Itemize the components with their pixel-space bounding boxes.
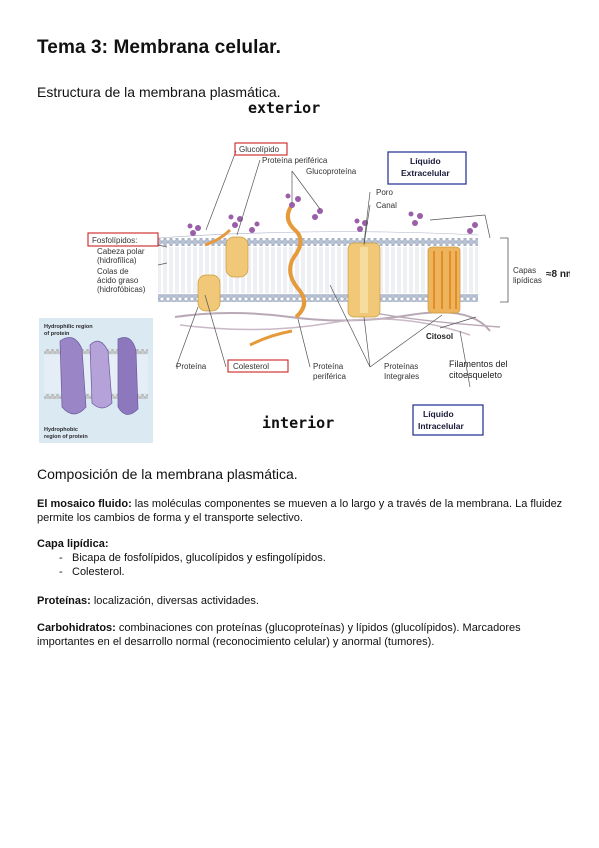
lipid-list: Bicapa de fosfolípidos, glucolípidos y e… [37, 551, 572, 579]
label-proteinas-integrales-2: Integrales [384, 372, 419, 381]
inset-label-hydrophilic-2: of protein [44, 331, 70, 337]
section-heading-composition: Composición de la membrana plasmática. [37, 466, 298, 482]
paragraph-proteins: Proteínas: localización, diversas activi… [37, 594, 572, 608]
label-liquido-intracelular-2: Intracelular [418, 421, 465, 431]
label-liquido-extracelular-1: Líquido [410, 156, 441, 166]
inset-protein-diagram: Hydrophilic region of protein Hydrophobi… [39, 318, 153, 443]
section-heading-structure: Estructura de la membrana plasmática. [37, 84, 281, 100]
inset-label-hydrophobic-1: Hydrophobic [44, 427, 78, 433]
label-nm: ≈8 nm [546, 269, 570, 280]
label-liquido-intracelular-1: Líquido [423, 409, 454, 419]
label-glucoproteina: Glucoproteína [306, 167, 357, 176]
carbohydrate-chains [187, 193, 478, 236]
label-canal: Canal [376, 201, 397, 210]
membrane-figure: exterior Glucolípido Proteína periférica… [30, 95, 570, 450]
term-lipid-layer: Capa lipídica: [37, 538, 109, 550]
label-proteinas-integrales-1: Proteínas [384, 362, 418, 371]
label-capas-1: Capas [513, 266, 536, 275]
lipid-bilayer [157, 231, 479, 302]
paragraph-lipid-layer: Capa lipídica: Bicapa de fosfolípidos, g… [37, 537, 572, 579]
label-exterior: exterior [248, 99, 320, 117]
label-interior: interior [262, 414, 334, 432]
list-item: Bicapa de fosfolípidos, glucolípidos y e… [37, 551, 572, 565]
label-colas-3: (hidrofóbicas) [97, 285, 146, 294]
inset-label-hydrophilic-1: Hydrophilic region [44, 324, 93, 330]
term-carbohydrates: Carbohidratos: [37, 622, 116, 634]
term-proteins: Proteínas: [37, 595, 91, 607]
text-carbohydrates: combinaciones con proteínas (glucoproteí… [37, 622, 521, 648]
paragraph-carbohydrates: Carbohidratos: combinaciones con proteín… [37, 621, 572, 649]
label-capas-2: lipídicas [513, 276, 542, 285]
label-filamentos-2: citoesqueleto [449, 370, 502, 380]
label-poro: Poro [376, 188, 393, 197]
label-proteina-periferica-2: periférica [313, 372, 346, 381]
label-proteina-periferica-top: Proteína periférica [262, 156, 328, 165]
glycoprotein-chain [204, 203, 307, 347]
label-colas-1: Colas de [97, 267, 129, 276]
label-filamentos-1: Filamentos del [449, 359, 508, 369]
label-liquido-extracelular-2: Extracelular [401, 168, 450, 178]
label-colas-2: ácido graso [97, 276, 139, 285]
label-glucolipido: Glucolípido [239, 145, 280, 154]
label-cabeza-2: (hidrofílica) [97, 256, 137, 265]
peripheral-protein-top [225, 236, 249, 278]
leader-lines [157, 150, 491, 388]
label-fosfolipidos: Fosfolípidos: [92, 236, 137, 245]
text-mosaic: las moléculas componentes se mueven a lo… [37, 498, 563, 524]
channel-protein [347, 242, 381, 318]
term-mosaic: El mosaico fluido: [37, 498, 132, 510]
label-colesterol: Colesterol [233, 362, 269, 371]
integral-protein [427, 246, 461, 314]
inset-label-hydrophobic-2: region of protein [44, 434, 88, 440]
label-citosol: Citosol [426, 332, 453, 341]
label-proteina-periferica-1: Proteína [313, 362, 344, 371]
label-cabeza-1: Cabeza polar [97, 247, 145, 256]
text-proteins: localización, diversas actividades. [90, 595, 259, 607]
peripheral-protein-bottom [197, 274, 221, 312]
list-item: Colesterol. [37, 565, 572, 579]
paragraph-mosaic: El mosaico fluido: las moléculas compone… [37, 497, 572, 525]
page-title: Tema 3: Membrana celular. [37, 37, 281, 58]
label-proteina: Proteína [176, 362, 207, 371]
